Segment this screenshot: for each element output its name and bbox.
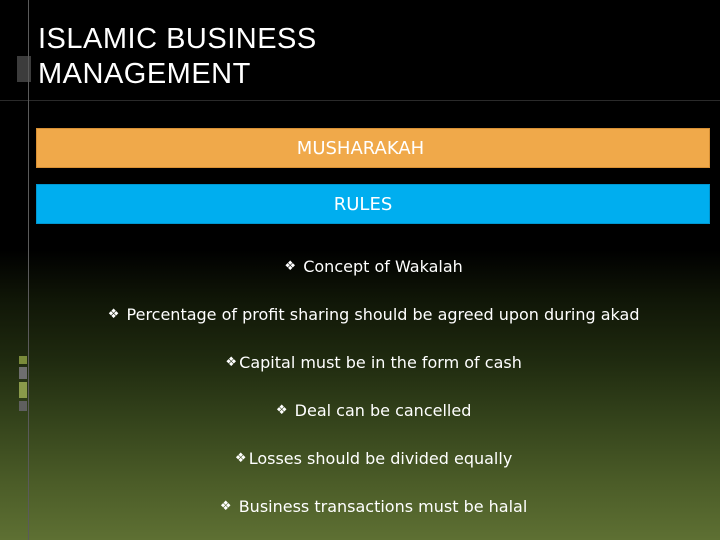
rule-item: ❖ Deal can be cancelled bbox=[36, 386, 710, 434]
rule-text: Percentage of profit sharing should be a… bbox=[126, 304, 640, 324]
rule-text: Capital must be in the form of cash bbox=[239, 352, 522, 372]
rule-item: ❖ Concept of Wakalah bbox=[36, 242, 710, 290]
diamond-bullet-icon: ❖ bbox=[284, 258, 297, 274]
title-band bbox=[0, 0, 720, 100]
diamond-bullet-icon: ❖ bbox=[225, 354, 237, 370]
title-marker bbox=[17, 56, 31, 82]
slide-title: ISLAMIC BUSINESS MANAGEMENT bbox=[38, 22, 638, 92]
diamond-bullet-icon: ❖ bbox=[275, 402, 288, 418]
decor-mark-gray bbox=[19, 401, 27, 411]
rule-text: Deal can be cancelled bbox=[294, 400, 472, 420]
diamond-bullet-icon: ❖ bbox=[219, 498, 232, 514]
header-band-label: MUSHARAKAH bbox=[296, 137, 425, 159]
decor-mark-gray bbox=[19, 367, 27, 379]
slide-title-line-1: ISLAMIC BUSINESS bbox=[38, 23, 317, 55]
rule-text: Business transactions must be halal bbox=[238, 496, 528, 516]
decor-mark-green bbox=[19, 356, 27, 364]
subheader-band-label: RULES bbox=[333, 193, 393, 215]
rules-list: ❖ Concept of Wakalah ❖ Percentage of pro… bbox=[36, 242, 710, 530]
left-divider bbox=[28, 0, 29, 540]
subheader-band-rules: RULES bbox=[36, 184, 710, 224]
decor-mark-olive bbox=[19, 382, 27, 398]
rule-item: ❖ Percentage of profit sharing should be… bbox=[36, 290, 710, 338]
rule-text: Concept of Wakalah bbox=[303, 256, 463, 276]
rule-item: ❖ Capital must be in the form of cash bbox=[36, 338, 710, 386]
diamond-bullet-icon: ❖ bbox=[234, 450, 247, 466]
diamond-bullet-icon: ❖ bbox=[107, 306, 120, 322]
slide-title-line-2: MANAGEMENT bbox=[38, 58, 251, 90]
title-divider bbox=[0, 100, 720, 101]
rule-item: ❖ Losses should be divided equally bbox=[36, 434, 710, 482]
rule-item: ❖ Business transactions must be halal bbox=[36, 482, 710, 530]
rule-text: Losses should be divided equally bbox=[248, 448, 513, 468]
left-decor-marks bbox=[19, 356, 27, 414]
header-band-musharakah: MUSHARAKAH bbox=[36, 128, 710, 168]
